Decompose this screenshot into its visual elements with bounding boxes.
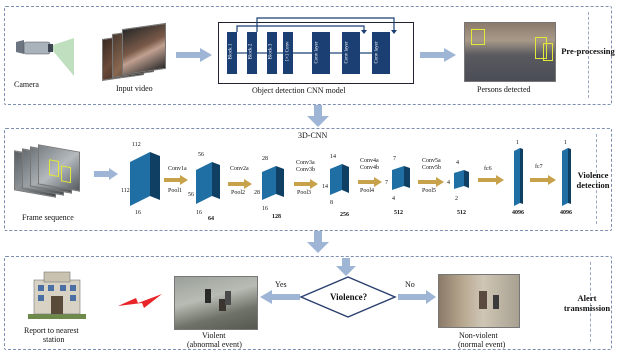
model-block-2 bbox=[247, 32, 257, 74]
op3-conv-b: Conv3b bbox=[296, 167, 316, 173]
op4-conv-b: Conv4b bbox=[360, 165, 380, 171]
nonviolent-label-2: (normal event) bbox=[458, 340, 506, 349]
model-conv-1x1 bbox=[283, 32, 293, 74]
violent-event-image bbox=[174, 276, 258, 330]
cube4-bottom: 8 bbox=[330, 200, 333, 206]
camera-icon bbox=[16, 38, 74, 76]
cube4-top: 14 bbox=[330, 154, 336, 160]
cube6-bottom: 2 bbox=[455, 196, 458, 202]
cube5-bottom: 4 bbox=[392, 196, 395, 202]
fc7-layer bbox=[562, 148, 571, 206]
cnn-cube-4 bbox=[330, 164, 349, 195]
alert-signal-icon bbox=[118, 294, 162, 308]
cube6-top: 4 bbox=[456, 160, 459, 166]
arrow-down-3 bbox=[336, 258, 356, 276]
violence-detection-panel bbox=[4, 128, 612, 231]
cnn-cube-6 bbox=[454, 170, 469, 189]
decision-label: Violence? bbox=[330, 292, 368, 302]
fc7-channels: 4096 bbox=[560, 210, 572, 216]
alert-label-1: Alert bbox=[577, 293, 597, 303]
conv-layer-3 bbox=[372, 32, 390, 74]
arrow-down-2 bbox=[307, 231, 329, 253]
op4-conv-a: Conv4a bbox=[360, 158, 379, 164]
cnn-cube-2 bbox=[196, 162, 220, 204]
cube2-channels: 64 bbox=[208, 216, 214, 222]
report-label-1: Report to nearest bbox=[24, 326, 79, 335]
arrow-to-persons bbox=[420, 48, 456, 62]
camera-label: Camera bbox=[14, 80, 39, 89]
cube6-channels: 512 bbox=[457, 210, 466, 216]
cube3-channels: 128 bbox=[272, 214, 281, 220]
nonviolent-label-1: Non-violent bbox=[459, 331, 498, 340]
cube6-left: 4 bbox=[447, 180, 450, 186]
stage-divider-1 bbox=[588, 12, 589, 98]
cube2-bottom: 16 bbox=[196, 210, 202, 216]
conv-layer-2 bbox=[342, 32, 360, 74]
fc7-top: 1 bbox=[564, 140, 567, 146]
op6-fc: fc6 bbox=[484, 166, 492, 172]
stage-divider-3 bbox=[590, 262, 591, 342]
cube3-bottom: 16 bbox=[262, 206, 268, 212]
report-label-2: station bbox=[43, 335, 65, 344]
cube2-left: 56 bbox=[188, 192, 194, 198]
alert-label-2: transmission bbox=[563, 303, 611, 313]
op5-conv-b: Conv5b bbox=[422, 165, 442, 171]
op7-fc: fc7 bbox=[535, 164, 543, 170]
op5-pool: Pool5 bbox=[422, 188, 437, 194]
decision-arrows bbox=[260, 290, 436, 304]
op3-pool: Pool3 bbox=[297, 190, 312, 196]
arrow-to-model bbox=[176, 48, 212, 62]
nonviolent-event-image bbox=[438, 274, 520, 328]
stage-divider-2 bbox=[596, 134, 597, 224]
fc6-layer bbox=[514, 148, 523, 206]
model-block-1 bbox=[227, 32, 237, 74]
no-label: No bbox=[405, 280, 415, 289]
arrow-down-1 bbox=[307, 105, 329, 127]
cube1-left: 112 bbox=[121, 188, 130, 194]
op1-conv: Conv1a bbox=[168, 166, 187, 172]
model-internal-links bbox=[236, 17, 397, 54]
op2-conv: Conv2a bbox=[230, 166, 249, 172]
cube3-top: 28 bbox=[262, 156, 268, 162]
frame-sequence-label: Frame sequence bbox=[22, 213, 74, 222]
fc6-top: 1 bbox=[516, 140, 519, 146]
cube2-top: 56 bbox=[198, 152, 204, 158]
cube1-top: 112 bbox=[132, 142, 141, 148]
op2-pool: Pool2 bbox=[231, 190, 246, 196]
op5-conv-a: Conv5a bbox=[422, 158, 441, 164]
op1-pool: Pool1 bbox=[168, 188, 183, 194]
op4-pool: Pool4 bbox=[360, 188, 375, 194]
violence-detection-label-1: Violence bbox=[577, 170, 609, 180]
cube1-bottom: 16 bbox=[135, 210, 141, 216]
persons-detected-image bbox=[464, 22, 556, 82]
conv-layer-1 bbox=[312, 32, 330, 74]
op3-conv-a: Conv3a bbox=[296, 160, 315, 166]
violent-label-1: Violent bbox=[202, 331, 226, 340]
preprocessing-panel bbox=[4, 6, 612, 105]
input-video-label: Input video bbox=[116, 84, 153, 93]
fc6-channels: 4096 bbox=[512, 210, 524, 216]
police-station-icon bbox=[28, 271, 86, 319]
decision-diamond bbox=[299, 276, 397, 318]
cube4-left: 14 bbox=[322, 184, 328, 190]
cube5-channels: 512 bbox=[394, 210, 403, 216]
cube4-channels: 256 bbox=[340, 212, 349, 218]
violent-label-2: (abnormal event) bbox=[187, 340, 242, 349]
preprocessing-stage-label: Pre-processing bbox=[561, 46, 615, 56]
cube3-left: 28 bbox=[254, 190, 260, 196]
yes-label: Yes bbox=[275, 280, 287, 289]
cnn-title: 3D-CNN bbox=[298, 131, 328, 140]
model-title: Object detection CNN model bbox=[252, 86, 346, 95]
arrow-to-cnn bbox=[94, 168, 118, 180]
cube5-top: 7 bbox=[393, 156, 396, 162]
cnn-cube-1 bbox=[130, 152, 160, 206]
cube5-left: 7 bbox=[385, 180, 388, 186]
cnn-cube-5 bbox=[392, 166, 410, 190]
violence-detection-label-2: detection bbox=[576, 180, 610, 190]
model-block-3 bbox=[267, 32, 277, 74]
persons-detected-label: Persons detected bbox=[477, 85, 531, 94]
alert-panel bbox=[4, 256, 612, 350]
cnn-cube-3 bbox=[262, 166, 284, 200]
